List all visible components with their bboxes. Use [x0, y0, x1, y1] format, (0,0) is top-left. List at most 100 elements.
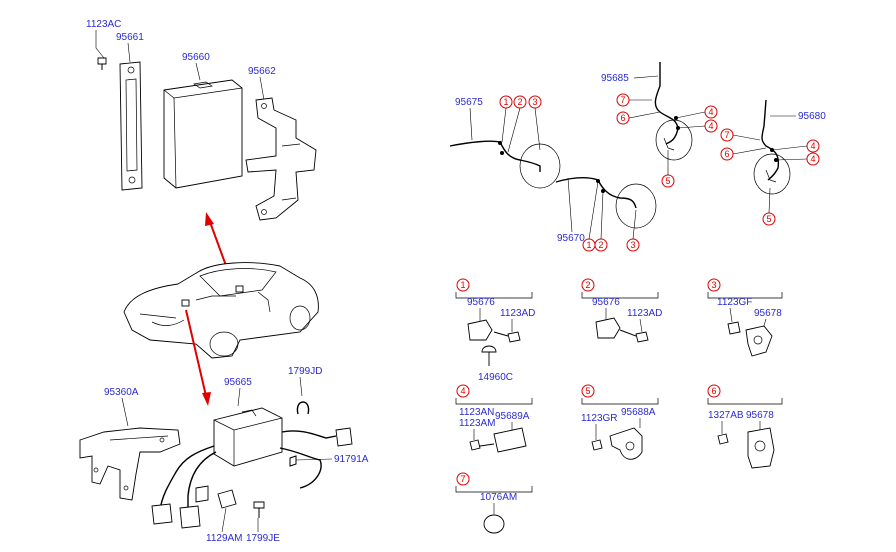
label-d6-95678[interactable]: 95678 [746, 410, 774, 421]
leader-95675 [469, 107, 473, 141]
clamp-95689A [493, 427, 527, 453]
svg-text:3: 3 [711, 280, 716, 290]
detail-5-badge[interactable]: 5 [581, 384, 595, 398]
harness-95670 [555, 177, 637, 209]
leader-1129AM [221, 507, 227, 533]
callout-2-a[interactable]: 2 [513, 95, 527, 109]
label-95665[interactable]: 95665 [224, 377, 252, 388]
module-box-95665 [213, 407, 283, 467]
svg-text:3: 3 [630, 240, 635, 250]
bolt-91791A [289, 455, 297, 467]
detail-7: 7 1076AM [455, 472, 533, 534]
label-d4-1123AN[interactable]: 1123AN [459, 407, 494, 418]
svg-text:7: 7 [460, 474, 465, 484]
harness-95685 [654, 62, 679, 145]
label-91791A[interactable]: 91791A [334, 454, 369, 465]
leader-95670 [567, 177, 573, 233]
detail-6: 6 1327AB 95678 [707, 384, 783, 469]
label-d4-1123AM[interactable]: 1123AM [459, 418, 496, 429]
clip-14960C [481, 345, 497, 366]
label-d5-95688A[interactable]: 95688A [621, 407, 656, 418]
clamp-95676-a [467, 319, 493, 341]
detail-3-badge[interactable]: 3 [707, 278, 721, 292]
label-95680[interactable]: 95680 [798, 111, 826, 122]
bolt-1123AD-b [635, 331, 649, 343]
callout-7-a[interactable]: 7 [616, 93, 630, 107]
callout-5-a[interactable]: 5 [661, 174, 675, 188]
svg-text:5: 5 [585, 386, 590, 396]
bracket-95662 [245, 97, 317, 221]
callout-2-b[interactable]: 2 [594, 238, 608, 252]
callout-6-b[interactable]: 6 [720, 147, 734, 161]
label-1799JD[interactable]: 1799JD [288, 366, 322, 377]
label-95661[interactable]: 95661 [116, 32, 144, 43]
callout-3-b[interactable]: 3 [626, 238, 640, 252]
bracket-95661 [119, 61, 143, 191]
label-1799JE[interactable]: 1799JE [246, 533, 280, 544]
label-d7-1076AM[interactable]: 1076AM [480, 492, 517, 503]
leader-95661 [127, 42, 131, 63]
harness-95675 [449, 140, 541, 172]
label-d1-95676[interactable]: 95676 [467, 297, 495, 308]
harness-95680 [761, 99, 780, 181]
label-95660[interactable]: 95660 [182, 52, 210, 63]
label-d6-1327AB[interactable]: 1327AB [708, 410, 744, 421]
callout-4-c[interactable]: 4 [806, 139, 820, 153]
svg-text:1: 1 [460, 280, 465, 290]
svg-text:4: 4 [810, 141, 815, 151]
label-d4-95689A[interactable]: 95689A [495, 411, 530, 422]
callout-5-b[interactable]: 5 [762, 212, 776, 226]
callout-3-a[interactable]: 3 [528, 95, 542, 109]
svg-text:2: 2 [517, 97, 522, 107]
callout-6-a[interactable]: 6 [616, 111, 630, 125]
callout-4-d[interactable]: 4 [806, 152, 820, 166]
bracket-95360A [79, 427, 181, 501]
detail-3: 3 1123GF 95678 [707, 278, 783, 357]
module-assembly: 95360A 95665 1799JD 91791A 1129AM 1799JE [79, 366, 369, 544]
ecu-box-95660 [163, 79, 243, 189]
label-95360A[interactable]: 95360A [104, 387, 139, 398]
label-95685[interactable]: 95685 [601, 73, 629, 84]
detail-2: 2 95676 1123AD [581, 278, 662, 343]
callout-1-a[interactable]: 1 [499, 95, 513, 109]
label-95670[interactable]: 95670 [557, 233, 585, 244]
svg-text:5: 5 [766, 214, 771, 224]
detail-6-badge[interactable]: 6 [707, 384, 721, 398]
clip-1799JD [296, 401, 310, 415]
nut-1327AB [717, 433, 729, 445]
svg-text:1: 1 [503, 97, 508, 107]
detail-1: 1 95676 1123AD 14960C [455, 278, 535, 383]
clamp-95688A [609, 427, 643, 460]
ecu-assembly: 1123AC 95661 95660 95662 [86, 19, 317, 283]
detail-4: 4 1123AN 1123AM 95689A [455, 384, 533, 453]
detail-7-badge[interactable]: 7 [456, 472, 470, 486]
label-d5-1123GR[interactable]: 1123GR [581, 413, 618, 424]
callout-4-a[interactable]: 4 [704, 105, 718, 119]
label-95662[interactable]: 95662 [248, 66, 276, 77]
leader-95660 [195, 62, 201, 81]
label-d3-95678[interactable]: 95678 [754, 308, 782, 319]
leader-95685 [633, 75, 659, 79]
label-d2-1123AD[interactable]: 1123AD [627, 308, 662, 319]
detail-2-badge[interactable]: 2 [581, 278, 595, 292]
leader-91791A [295, 458, 333, 461]
detail-4-badge[interactable]: 4 [456, 384, 470, 398]
bolt-1123AC [97, 57, 107, 70]
callout-4-b[interactable]: 4 [704, 119, 718, 133]
screw-1123GR [591, 439, 603, 451]
callout-1-b[interactable]: 1 [582, 238, 596, 252]
module-location-marker [181, 299, 190, 307]
callout-7-b[interactable]: 7 [720, 128, 734, 142]
label-1129AM[interactable]: 1129AM [206, 533, 243, 544]
label-1123AC[interactable]: 1123AC [86, 19, 121, 30]
clamp-95678-b [747, 427, 775, 469]
label-d3-1123GF[interactable]: 1123GF [717, 297, 752, 308]
detail-5: 5 1123GR 95688A [581, 384, 659, 460]
label-d2-95676[interactable]: 95676 [592, 297, 620, 308]
screw-1799JE [253, 501, 265, 518]
leader-95665 [237, 387, 241, 407]
label-95675[interactable]: 95675 [455, 97, 483, 108]
label-d1-1123AD[interactable]: 1123AD [500, 308, 535, 319]
detail-1-badge[interactable]: 1 [456, 278, 470, 292]
label-d1-14960C[interactable]: 14960C [478, 372, 513, 383]
